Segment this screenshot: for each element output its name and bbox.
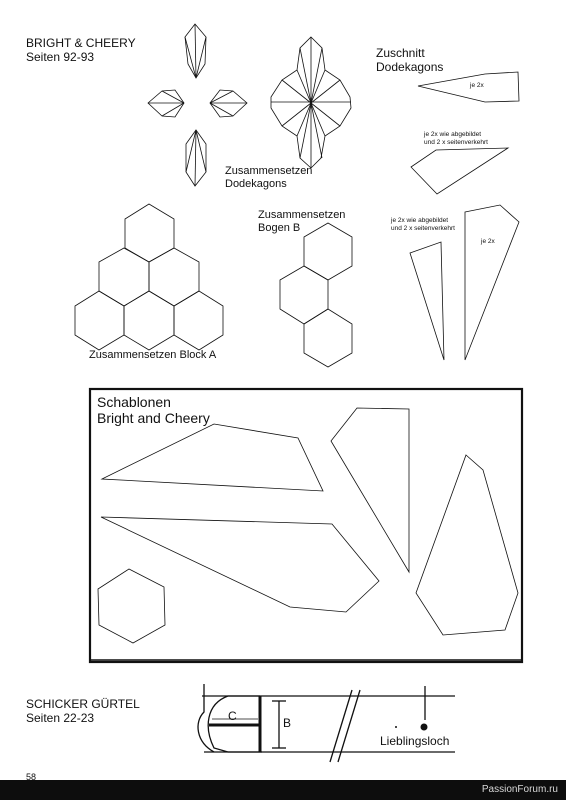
dimension-label-b: B xyxy=(283,716,292,730)
narrow-piece-left xyxy=(409,241,445,361)
dimension-label-c: C xyxy=(228,709,237,723)
footer-bar: PassionForum.ru xyxy=(0,780,566,800)
favorite-hole-dot xyxy=(420,723,428,731)
page-number: 58 xyxy=(26,772,37,782)
template-teardrop xyxy=(415,454,519,636)
assemble-block-a: Zusammensetzen Block A xyxy=(89,349,217,361)
quantity-note-a: je 2x xyxy=(470,82,484,89)
section-pages-belt: Seiten 22-23 xyxy=(26,711,95,725)
watermark-text: PassionForum.ru xyxy=(481,784,558,795)
dodecagon-assembly-full xyxy=(270,36,352,169)
templates-title-line1: Schablonen xyxy=(97,394,171,410)
template-hexagon xyxy=(97,568,166,644)
template-kite xyxy=(100,423,324,492)
mirror-note-b-line2: und 2 x seitenverkehrt xyxy=(391,225,455,232)
kite-piece-1 xyxy=(417,71,520,103)
mirror-note-a-line2: und 2 x seitenverkehrt xyxy=(424,139,488,146)
section-title-belt: SCHICKER GÜRTEL xyxy=(26,697,140,711)
cutting-label-line1: Zuschnitt xyxy=(376,46,425,60)
assemble-dodecagon-line2: Dodekagons xyxy=(225,178,287,190)
assemble-arc-line2: Bogen B xyxy=(258,222,301,234)
hexagon-block-a xyxy=(74,203,224,351)
mirror-note-b-line1: je 2x wie abgebildet xyxy=(391,217,449,224)
templates-title-line2: Bright and Cheery xyxy=(97,410,210,426)
section-pages-bright: Seiten 92-93 xyxy=(26,50,95,64)
triangle-piece-1 xyxy=(410,147,510,195)
mirror-note-a-line1: je 2x wie abgebildet xyxy=(424,131,482,138)
favorite-hole-label: Lieblingsloch xyxy=(380,734,450,748)
belt-drawing xyxy=(197,684,455,763)
small-hole-dot xyxy=(395,726,397,728)
section-title-bright: BRIGHT & CHEERY xyxy=(26,36,136,50)
assemble-dodecagon-line1: Zusammensetzen xyxy=(225,165,313,177)
narrow-piece-right xyxy=(464,204,520,361)
cutting-label-line2: Dodekagons xyxy=(376,60,444,74)
templates-frame xyxy=(88,387,524,664)
template-long-kite xyxy=(100,516,380,613)
dodecagon-assembly-quarters xyxy=(147,23,248,187)
quantity-note-b: je 2x xyxy=(481,238,495,245)
template-triangle xyxy=(330,407,410,574)
hexagon-arc-b xyxy=(279,222,353,368)
assemble-arc-line1: Zusammensetzen xyxy=(258,209,346,221)
